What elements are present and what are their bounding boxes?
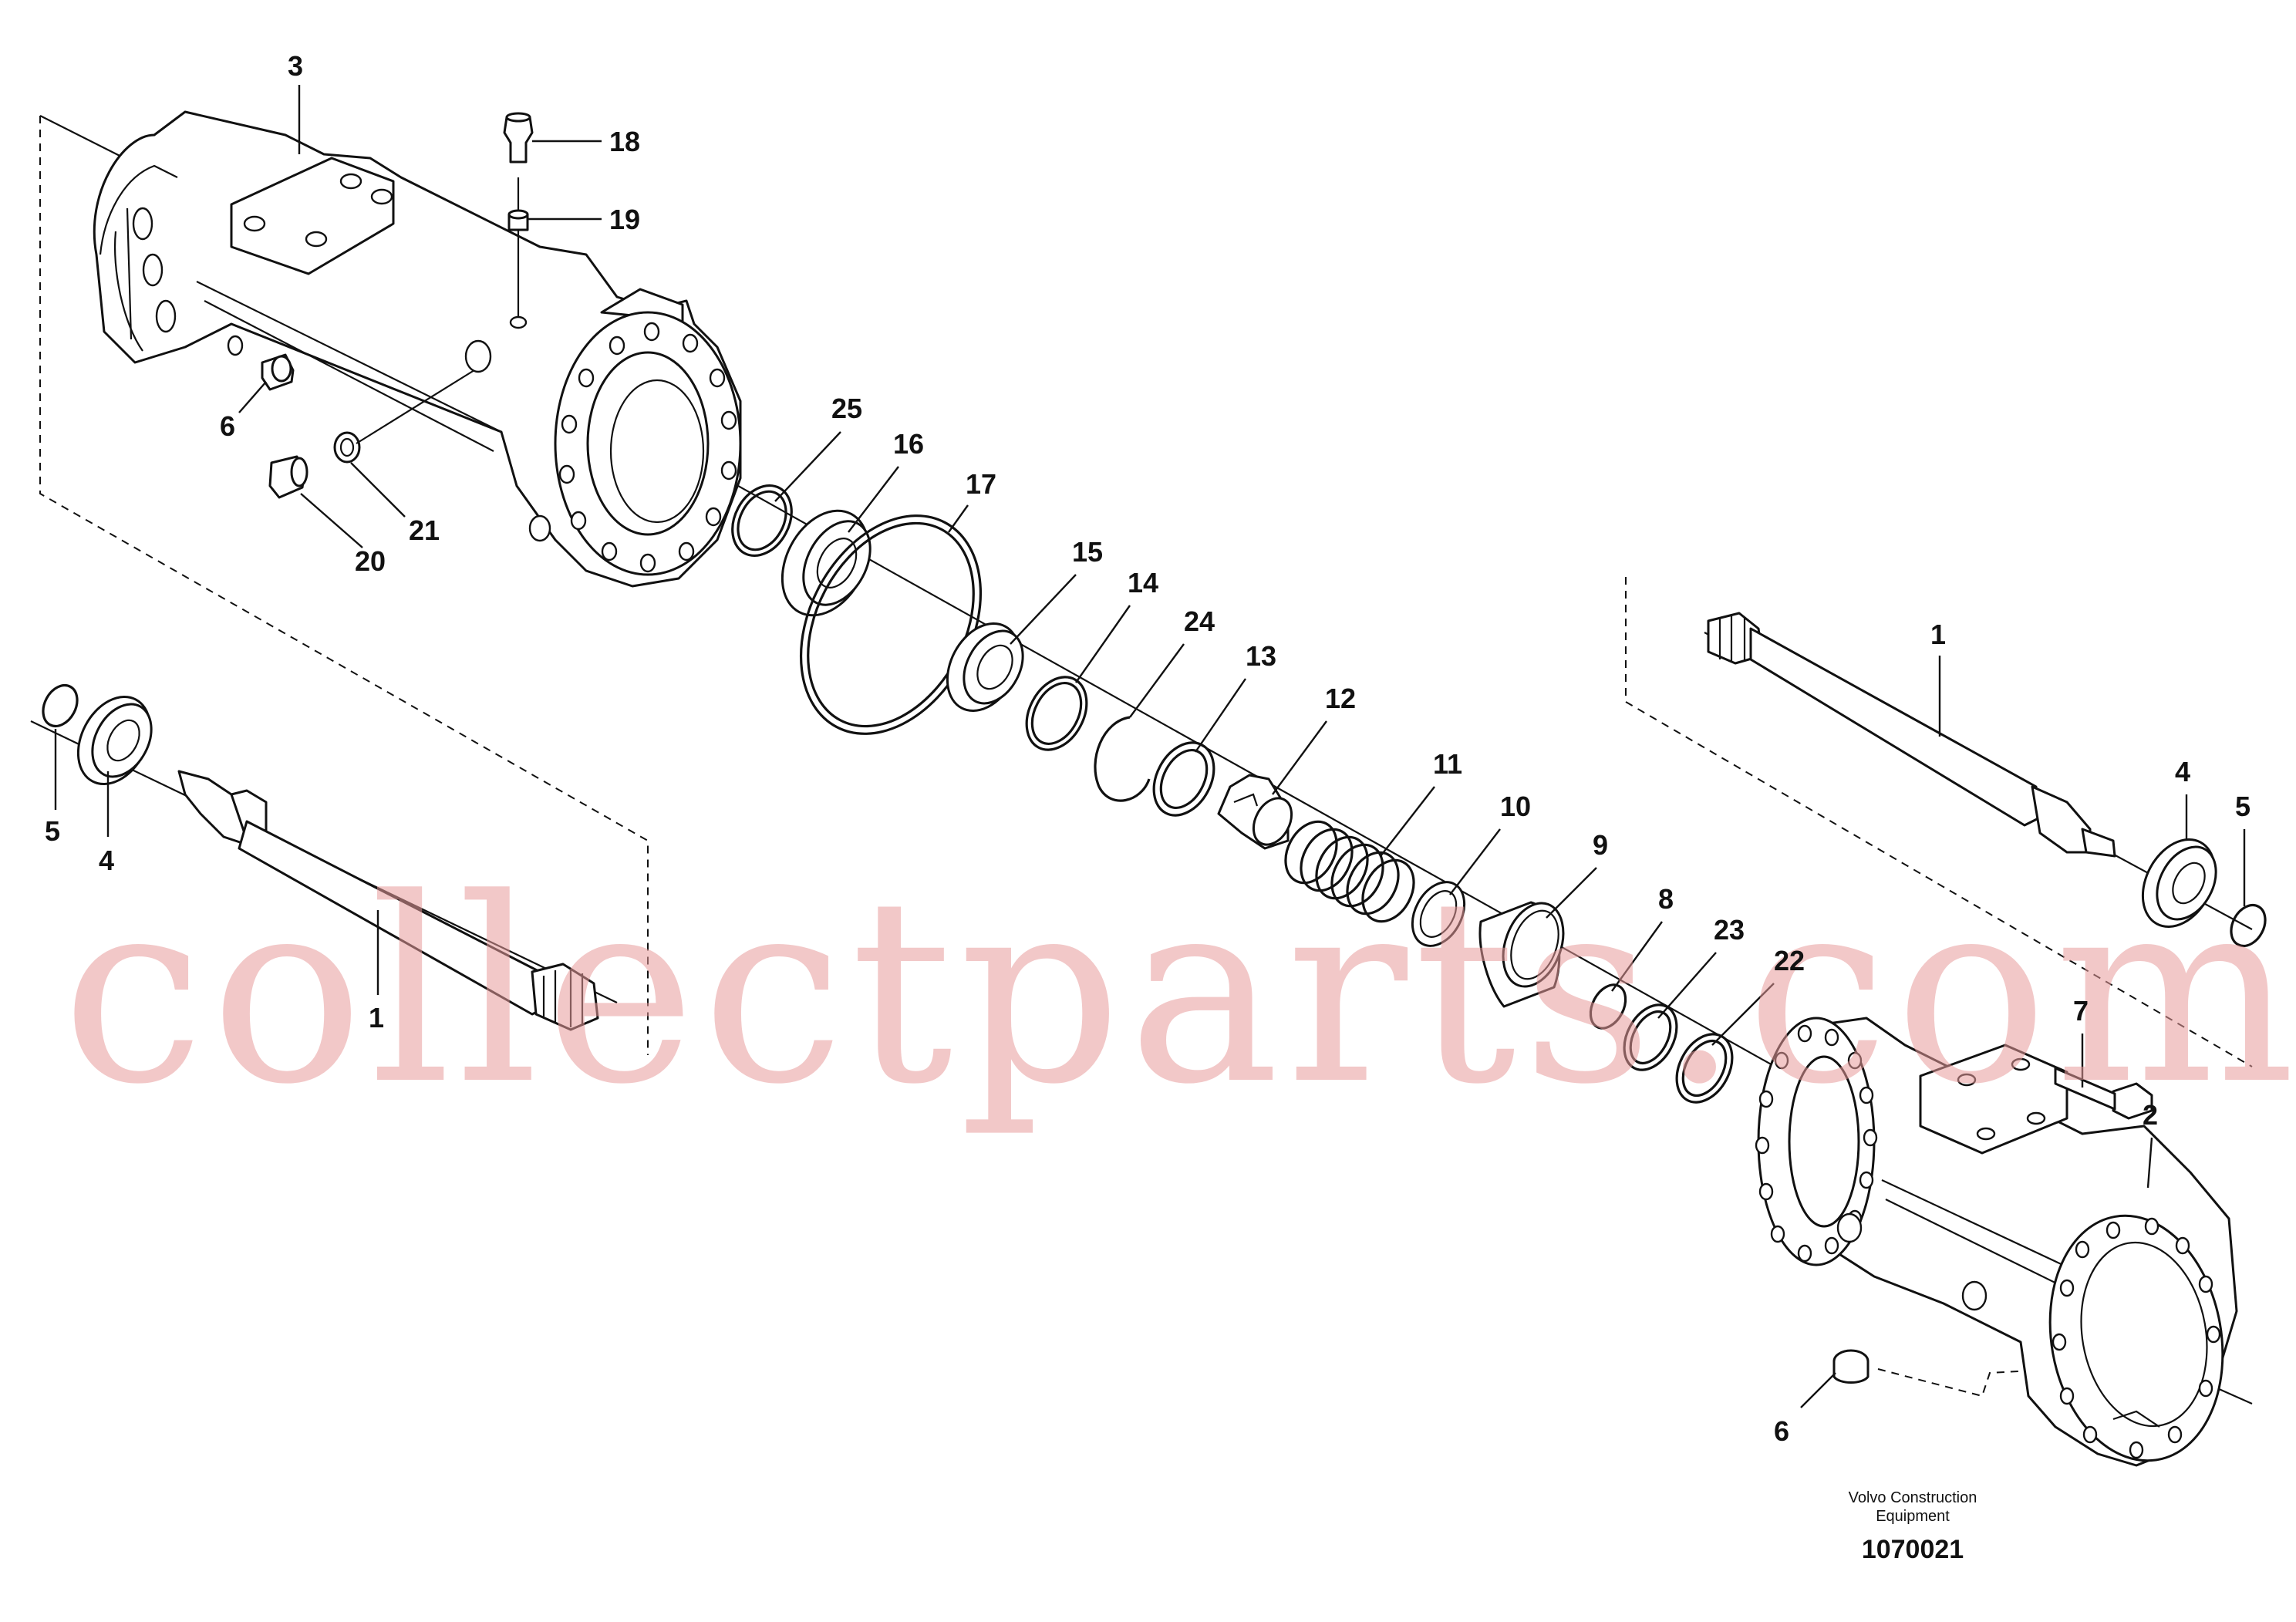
callout-20: 20 — [355, 545, 386, 577]
axle-housing-right — [1755, 1017, 2238, 1467]
callout-9: 9 — [1593, 829, 1608, 861]
callout-1-right: 1 — [1930, 619, 1946, 650]
axle-shaft-right — [1707, 612, 2267, 948]
brand-line-1: Volvo Construction — [1849, 1489, 1977, 1506]
brand-line-2: Equipment — [1876, 1508, 1950, 1525]
callout-5-right: 5 — [2235, 791, 2250, 822]
callout-6-left: 6 — [220, 410, 235, 442]
watermark-text: collectparts.com — [62, 844, 2296, 1140]
callout-16: 16 — [893, 428, 924, 460]
callout-7: 7 — [2073, 995, 2089, 1027]
callout-8: 8 — [1658, 883, 1674, 915]
callout-25: 25 — [831, 393, 862, 424]
callout-4-left: 4 — [99, 845, 114, 876]
callout-22: 22 — [1774, 945, 1805, 976]
callout-23: 23 — [1714, 914, 1745, 946]
callout-2: 2 — [2143, 1099, 2158, 1131]
callout-5-left: 5 — [45, 815, 60, 847]
callout-24: 24 — [1184, 605, 1215, 637]
callout-18: 18 — [609, 126, 640, 157]
callout-21: 21 — [409, 514, 440, 546]
document-number: 1070021 — [1862, 1535, 1964, 1564]
callout-12: 12 — [1325, 683, 1356, 714]
callout-13: 13 — [1246, 640, 1276, 672]
callout-19: 19 — [609, 204, 640, 235]
callout-6-right: 6 — [1774, 1415, 1789, 1447]
leader-lines — [54, 85, 2246, 1408]
axle-shaft-left — [42, 683, 599, 1031]
callout-10: 10 — [1500, 791, 1531, 822]
callout-3: 3 — [288, 50, 303, 82]
callout-11: 11 — [1433, 748, 1462, 780]
bolt-and-plug-right — [1832, 1067, 2153, 1384]
callout-4-right: 4 — [2175, 756, 2190, 787]
callout-labels: 3 18 19 6 21 20 25 16 17 15 14 24 13 12 … — [45, 50, 2250, 1447]
spring-part — [1284, 820, 1415, 923]
breather-fittings — [261, 112, 534, 499]
callout-1-left: 1 — [369, 1002, 384, 1034]
shaft-components — [731, 484, 1293, 850]
axle-housing-left — [93, 110, 742, 588]
callout-15: 15 — [1072, 536, 1103, 568]
footer-block: Volvo Construction Equipment 1070021 — [1849, 1489, 1977, 1564]
callout-14: 14 — [1128, 567, 1158, 599]
callout-17: 17 — [966, 468, 996, 500]
